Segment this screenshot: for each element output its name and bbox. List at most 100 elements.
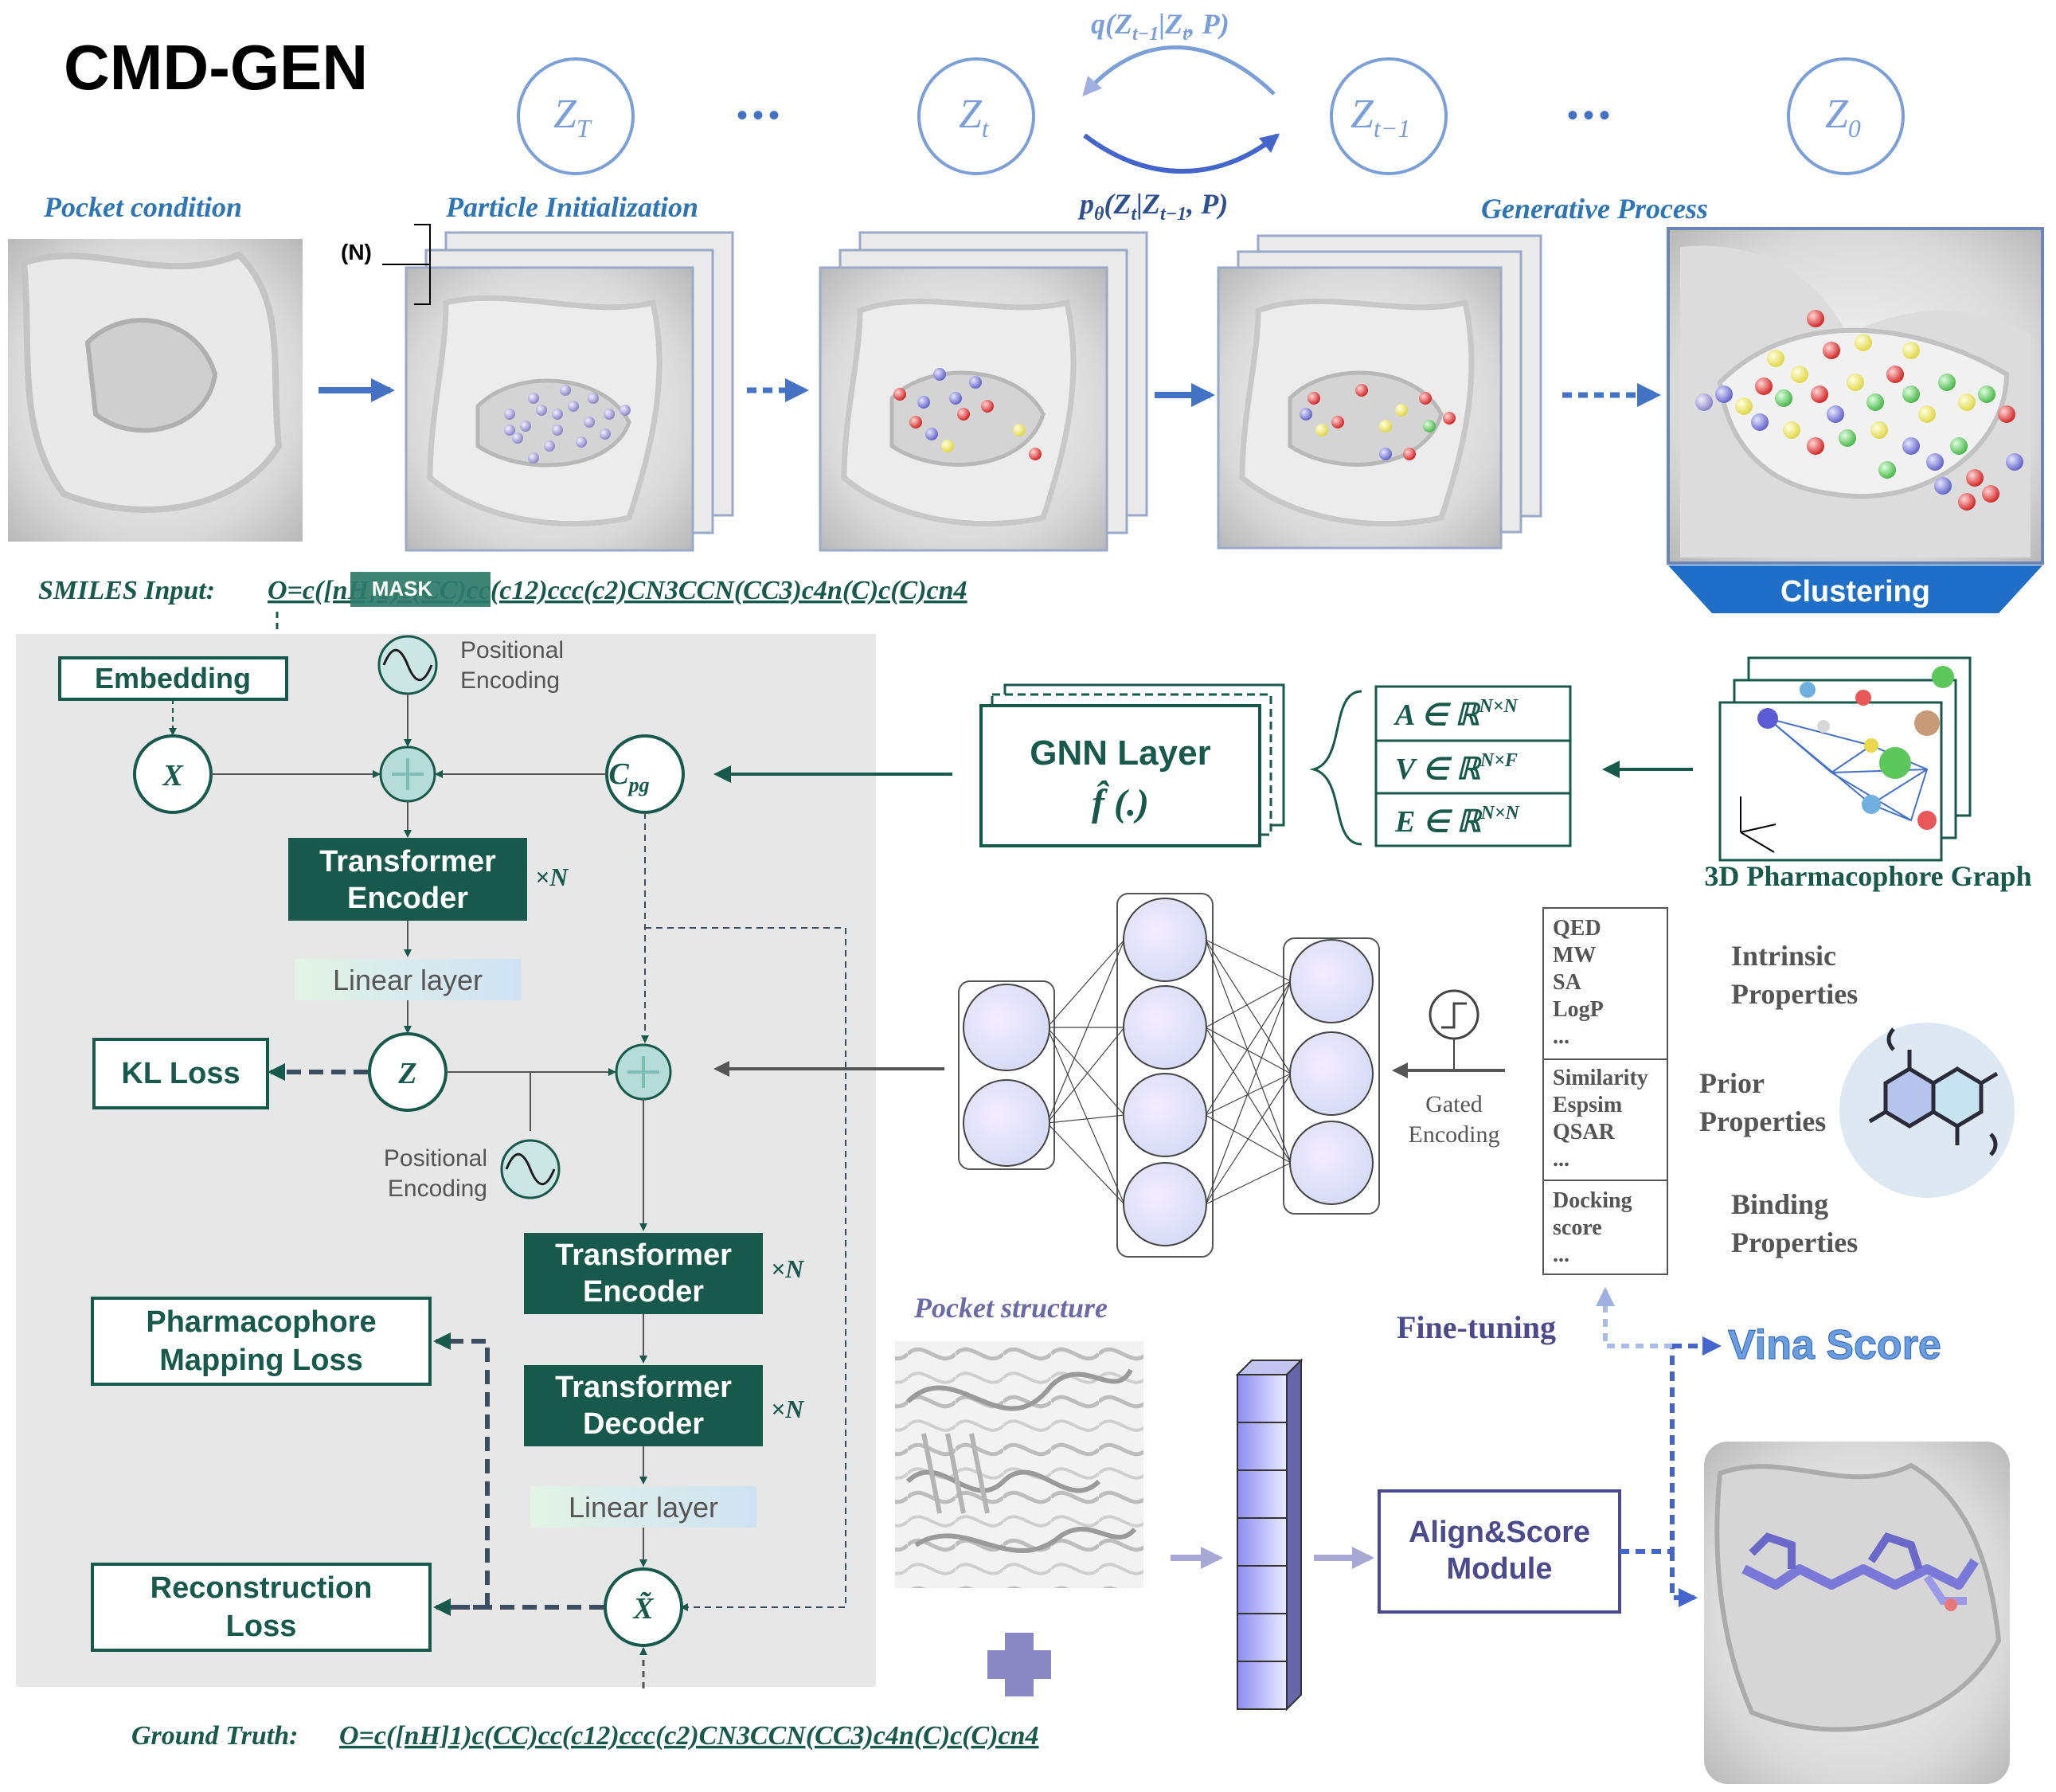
p-equation: pθ(Zt|Zt−1, P) — [1077, 188, 1228, 225]
mask-box — [350, 572, 491, 607]
mask-label: MASK — [372, 577, 433, 601]
sine-wave-icon-2 — [505, 1152, 556, 1186]
fine-tuning-label: Fine-tuning — [1397, 1309, 1556, 1345]
n-brace — [382, 224, 431, 305]
transformer-decoder — [524, 1365, 763, 1446]
encoder2-line2: Encoder — [583, 1275, 704, 1309]
clustering-banner — [1668, 565, 2042, 613]
state-zt-circle — [917, 57, 1035, 175]
encoder1-times-n: ×N — [535, 863, 569, 891]
binding-line1: Binding — [1731, 1188, 1828, 1220]
svg-text:...: ... — [1553, 1242, 1569, 1267]
encoder2-line1: Transformer — [555, 1238, 732, 1272]
generative-label: Generative Process — [1481, 193, 1708, 225]
generative-stack — [1217, 234, 1542, 550]
pharm-loss-line2: Mapping Loss — [159, 1344, 362, 1377]
embedding-vector — [1235, 1358, 1304, 1712]
kl-loss-label: KL Loss — [121, 1057, 240, 1090]
clustering-label: Clustering — [1780, 575, 1930, 608]
binding-line2: Properties — [1731, 1227, 1858, 1258]
docking-art — [1714, 1462, 2002, 1732]
ground-truth-value: O=c([nH]1)c(CC)cc(c12)ccc(c2)CN3CCN(CC3)… — [339, 1721, 1039, 1751]
state-zT-circle — [517, 57, 635, 175]
pos-enc-2-line1: Positional — [384, 1145, 487, 1172]
vina-score-label: Vina Score — [1728, 1322, 1941, 1368]
particle-init-stack — [405, 231, 734, 552]
intrinsic-line2: Properties — [1731, 978, 1858, 1010]
pocket-condition-label: Pocket condition — [43, 191, 242, 223]
property-list-dividers — [1543, 1058, 1667, 1181]
figure-title: CMD-GEN — [64, 32, 368, 103]
fine-tuning-arrow — [1596, 1287, 1672, 1348]
pharmacophore-graph-stack — [1718, 656, 1972, 862]
matrix-a: A ∈ ℝN×N — [1393, 696, 1519, 732]
align-score-line2: Module — [1447, 1552, 1553, 1586]
q-equation: q(Zt−1|Zt, P) — [1091, 8, 1229, 45]
property-neural-network — [958, 893, 1380, 1258]
state-zt-label: Zt — [959, 92, 990, 143]
linear-layer-2 — [530, 1486, 756, 1528]
forward-p-arrow — [1083, 133, 1280, 174]
pocket-condition-image — [8, 239, 303, 542]
decoder-line1: Transformer — [555, 1371, 732, 1404]
intrinsic-line1: Intrinsic — [1731, 940, 1836, 972]
linear-layer-1 — [295, 959, 521, 1000]
matrix-v: V ∈ ℝN×F — [1395, 750, 1518, 786]
svg-text:Espsim: Espsim — [1553, 1093, 1622, 1117]
align-to-docking-arrow — [1670, 1551, 1698, 1607]
x-node-label: X — [162, 759, 184, 792]
recon-loss-box — [91, 1563, 432, 1652]
pocket-structure-label: Pocket structure — [913, 1292, 1108, 1324]
cpg-to-xtilde-arrow — [645, 927, 846, 1611]
recon-loss-line2: Loss — [226, 1610, 297, 1643]
xtilde-node — [604, 1567, 683, 1647]
gnn-layer-box — [979, 704, 1261, 847]
decoder-times-n: ×N — [771, 1395, 805, 1423]
prior-line1: Prior — [1699, 1067, 1765, 1099]
plus-icon-1 — [392, 758, 424, 790]
linear-layer-1-label: Linear layer — [333, 964, 483, 996]
kl-loss-box — [92, 1038, 269, 1109]
pharm-loss-line1: Pharmacophore — [146, 1305, 376, 1339]
decoder-line2: Decoder — [583, 1407, 704, 1441]
sine-wave-icon-1 — [382, 648, 433, 682]
pharm-graph-label: 3D Pharmacophore Graph — [1704, 860, 2031, 892]
xtilde-node-label: X̃ — [632, 1592, 655, 1626]
svg-text:...: ... — [1553, 1147, 1569, 1172]
state-zt1-circle — [1330, 57, 1448, 175]
state-zT-label: ZT — [553, 92, 592, 143]
property-list-box — [1542, 907, 1668, 1275]
matrix-e: E ∈ ℝN×N — [1394, 803, 1521, 839]
plus-icon — [987, 1633, 1051, 1696]
n-copies-label: (N) — [341, 240, 372, 264]
pocket-structure-image — [895, 1341, 1143, 1588]
svg-text:QED: QED — [1553, 916, 1601, 941]
ellipsis-1: ••• — [737, 98, 784, 133]
matrix-brace — [1309, 690, 1362, 846]
gated-line1: Gated — [1425, 1091, 1483, 1117]
pos-enc-1-line1: Positional — [460, 637, 564, 663]
state-z0-circle — [1787, 57, 1905, 175]
matrix-dividers — [1376, 739, 1570, 795]
ellipsis-2: ••• — [1567, 98, 1615, 133]
gnn-layer-line2: f̂ (.) — [1092, 780, 1149, 824]
intermediate-stack — [819, 231, 1148, 552]
svg-text:score: score — [1553, 1215, 1602, 1240]
gated-line2: Encoding — [1409, 1121, 1500, 1148]
encoder2-times-n: ×N — [771, 1254, 805, 1283]
pharm-mapping-loss-box — [91, 1297, 432, 1386]
molecule-icon — [1868, 1027, 1999, 1156]
gnn-layer-line1: GNN Layer — [1030, 734, 1210, 773]
smiles-input-label: SMILES Input: — [38, 576, 215, 605]
svg-text:SA: SA — [1553, 970, 1582, 995]
recon-loss-line1: Reconstruction — [150, 1571, 373, 1605]
to-pharm-loss-arrow — [433, 1332, 490, 1607]
plus-icon-2 — [627, 1056, 659, 1088]
state-zt1-label: Zt−1 — [1350, 92, 1410, 143]
embedding-box — [58, 656, 288, 701]
svg-text:Similarity: Similarity — [1553, 1066, 1648, 1090]
pos-enc-1-line2: Encoding — [460, 667, 560, 694]
svg-text:Docking: Docking — [1553, 1188, 1632, 1213]
encoder1-line2: Encoder — [347, 882, 468, 915]
